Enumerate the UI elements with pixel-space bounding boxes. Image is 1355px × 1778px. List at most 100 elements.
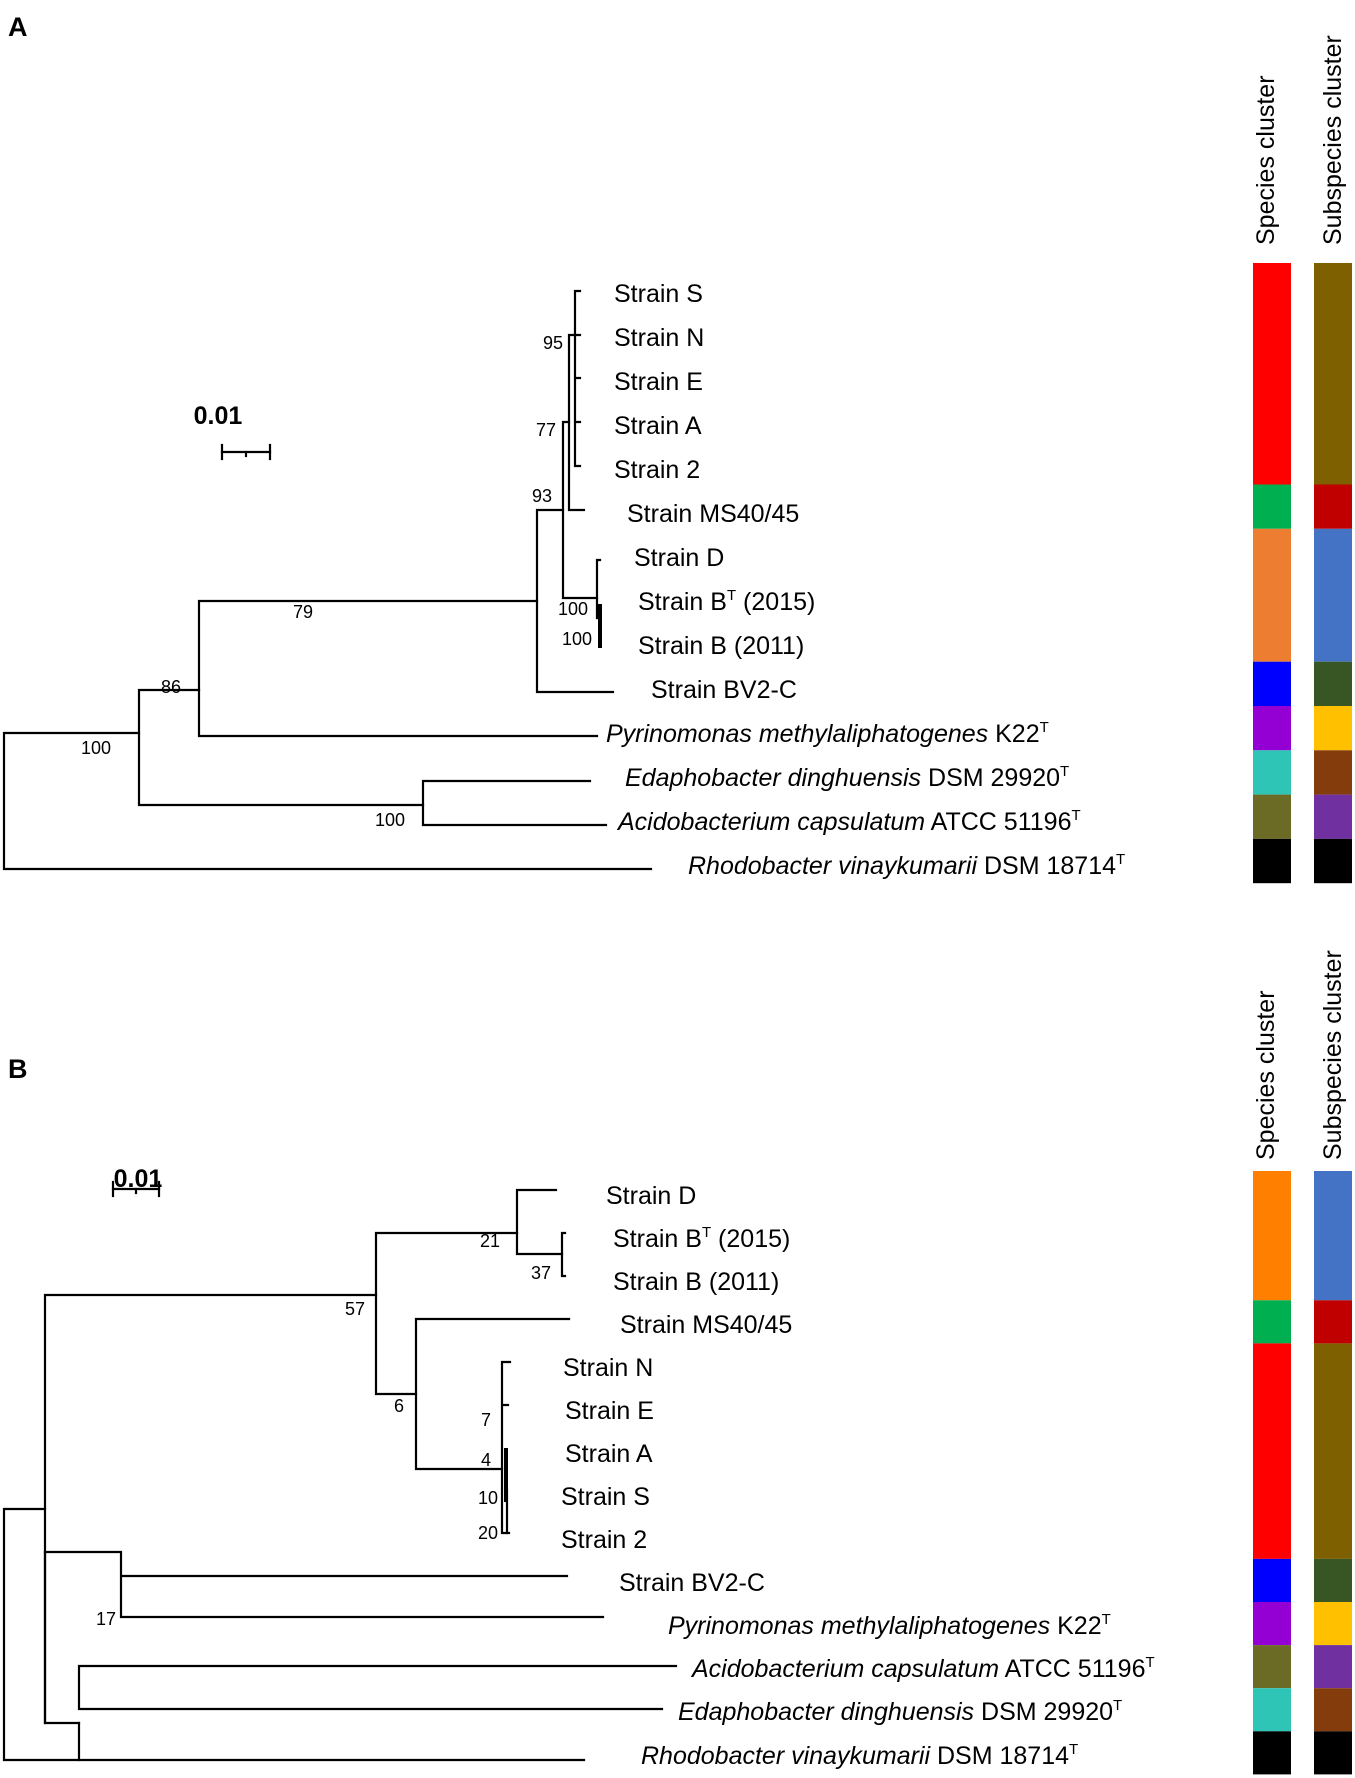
panel_a-taxon-label-1: Strain S	[614, 280, 703, 308]
cluster-bars-b	[1253, 1171, 1352, 1775]
panel_b-subspecies-cluster-bar-5	[1314, 1602, 1352, 1646]
panel_b-taxon-label-12: Acidobacterium capsulatum ATCC 51196T	[690, 1654, 1155, 1683]
panel_b-taxon-label-3: Strain B (2011)	[613, 1268, 779, 1296]
panel_b-taxon-label-1: Strain D	[606, 1182, 696, 1210]
bootstrap-b-3: 57	[345, 1299, 365, 1319]
branch-node-93	[535, 508, 615, 694]
branch-root-b	[2, 1507, 586, 1762]
subspecies-cluster-header-b: Subspecies cluster	[1319, 950, 1347, 1160]
branch-acidobacterium-edaphobacter	[77, 1664, 678, 1711]
panel_b-species-cluster-bar-8	[1253, 1731, 1291, 1775]
species-cluster-header-a: Species cluster	[1252, 75, 1280, 245]
panel_b-taxon-label-13: Edaphobacter dinghuensis DSM 29920T	[678, 1697, 1122, 1726]
branch-node-21	[515, 1188, 564, 1256]
bootstrap-a-2: 77	[536, 420, 556, 440]
panel_a-taxon-label-8: Strain BT (2015)	[638, 587, 815, 616]
branch-node-37	[560, 1231, 567, 1278]
panel_a-species-cluster-bar-8	[1253, 838, 1291, 884]
branch-node-17	[43, 1550, 605, 1619]
branch-strain-s-group	[573, 289, 582, 468]
bootstrap-a-8: 100	[81, 738, 111, 758]
panel_a-species-cluster-bar-4	[1253, 661, 1291, 706]
branch-node-7	[500, 1360, 512, 1535]
panel_a-taxon-label-9: Strain B (2011)	[638, 632, 804, 660]
panel_a-taxon-label-6: Strain MS40/45	[627, 500, 799, 528]
panel_b-taxon-label-14: Rhodobacter vinaykumarii DSM 18714T	[641, 1741, 1078, 1770]
bootstrap-a-4: 100	[558, 599, 588, 619]
panel_a-species-cluster-bar-1	[1253, 263, 1291, 485]
panel_b-species-cluster-bar-5	[1253, 1602, 1291, 1646]
panel_a-species-cluster-bar-2	[1253, 484, 1291, 529]
panel_b-subspecies-cluster-bar-7	[1314, 1688, 1352, 1732]
panel_a-taxon-label-13: Acidobacterium capsulatum ATCC 51196T	[616, 807, 1081, 836]
branch-node-100-ingroup	[197, 599, 599, 738]
panel_b-species-cluster-bar-6	[1253, 1645, 1291, 1689]
panel_a-subspecies-cluster-bar-8	[1314, 838, 1352, 884]
panel_b-taxon-label-7: Strain A	[565, 1440, 653, 1468]
branch-node-57	[374, 1231, 519, 1396]
panel_a-species-cluster-bar-3	[1253, 528, 1291, 662]
tree-a-branches	[2, 289, 653, 871]
scale-bar-label-a: 0.01	[194, 402, 243, 430]
panel_a-taxon-label-3: Strain E	[614, 368, 703, 396]
panel_b-taxon-label-8: Strain S	[561, 1483, 650, 1511]
branch-root-a	[2, 731, 653, 871]
bootstrap-b-5: 7	[481, 1410, 491, 1430]
panel_b-subspecies-cluster-bar-8	[1314, 1731, 1352, 1775]
panel_b-subspecies-cluster-bar-1	[1314, 1171, 1352, 1301]
panel_a-taxon-label-4: Strain A	[614, 412, 702, 440]
bootstrap-b-8: 20	[478, 1523, 498, 1543]
bootstrap-b-9: 17	[96, 1609, 116, 1629]
panel_b-subspecies-cluster-bar-3	[1314, 1343, 1352, 1559]
panel_a-species-cluster-bar-7	[1253, 794, 1291, 839]
bootstrap-a-9: 100	[375, 810, 405, 830]
panel_a-subspecies-cluster-bar-2	[1314, 484, 1352, 529]
panel-b-label: B	[8, 1054, 28, 1084]
panel_b-subspecies-cluster-bar-2	[1314, 1300, 1352, 1344]
taxon-labels-a: Strain S Strain N Strain E Strain A Strain 2…	[606, 280, 1125, 880]
panel_b-species-cluster-bar-4	[1253, 1558, 1291, 1602]
panel_a-subspecies-cluster-bar-3	[1314, 528, 1352, 662]
panel_a-taxon-label-5: Strain 2	[614, 456, 700, 484]
panel_b-species-cluster-bar-3	[1253, 1343, 1291, 1559]
panel_b-species-cluster-bar-2	[1253, 1300, 1291, 1344]
panel_a-taxon-label-10: Strain BV2-C	[651, 676, 797, 704]
panel_a-subspecies-cluster-bar-6	[1314, 750, 1352, 795]
bootstrap-b-4: 6	[394, 1396, 404, 1416]
branch-node-6	[414, 1317, 571, 1471]
panel_a-taxon-label-11: Pyrinomonas methylaliphatogenes K22T	[606, 719, 1049, 748]
bootstrap-a-5: 100	[562, 629, 592, 649]
panel_b-taxon-label-2: Strain BT (2015)	[613, 1224, 790, 1253]
panel_b-taxon-label-4: Strain MS40/45	[620, 1311, 792, 1339]
bootstrap-a-3: 93	[532, 486, 552, 506]
bootstrap-b-6: 4	[481, 1450, 491, 1470]
subspecies-cluster-header-a: Subspecies cluster	[1319, 35, 1347, 245]
panel_b-species-cluster-bar-7	[1253, 1688, 1291, 1732]
panel_b-subspecies-cluster-bar-4	[1314, 1558, 1352, 1602]
bootstrap-b-2: 37	[531, 1263, 551, 1283]
panel_b-subspecies-cluster-bar-6	[1314, 1645, 1352, 1689]
panel_a-subspecies-cluster-bar-5	[1314, 706, 1352, 751]
bootstrap-b-1: 21	[480, 1231, 500, 1251]
panel_a-subspecies-cluster-bar-4	[1314, 661, 1352, 706]
bootstrap-a-7: 79	[293, 602, 313, 622]
panel_a-species-cluster-bar-6	[1253, 750, 1291, 795]
panel_a-subspecies-cluster-bar-1	[1314, 263, 1352, 485]
panel_a-species-cluster-bar-5	[1253, 706, 1291, 751]
panel_b-taxon-label-11: Pyrinomonas methylaliphatogenes K22T	[668, 1611, 1111, 1640]
branch-node-79	[137, 688, 425, 807]
panel_a-taxon-label-7: Strain D	[634, 544, 724, 572]
branch-edaphobacter-acidobacterium	[421, 779, 608, 827]
taxon-labels-b: Strain D Strain BT (2015) Strain B (2011) S…	[561, 1182, 1155, 1770]
panel_b-taxon-label-5: Strain N	[563, 1354, 653, 1382]
panel_b-species-cluster-bar-1	[1253, 1171, 1291, 1301]
panel_a-taxon-label-14: Rhodobacter vinaykumarii DSM 18714T	[688, 851, 1125, 880]
panel_b-taxon-label-9: Strain 2	[561, 1526, 647, 1554]
panel_a-taxon-label-2: Strain N	[614, 324, 704, 352]
branch-node-b-main	[43, 1293, 378, 1725]
tree-b-branches	[2, 1188, 678, 1762]
bootstrap-a-1: 95	[543, 333, 563, 353]
bootstrap-a-6: 86	[161, 677, 181, 697]
species-cluster-header-b: Species cluster	[1252, 990, 1280, 1160]
